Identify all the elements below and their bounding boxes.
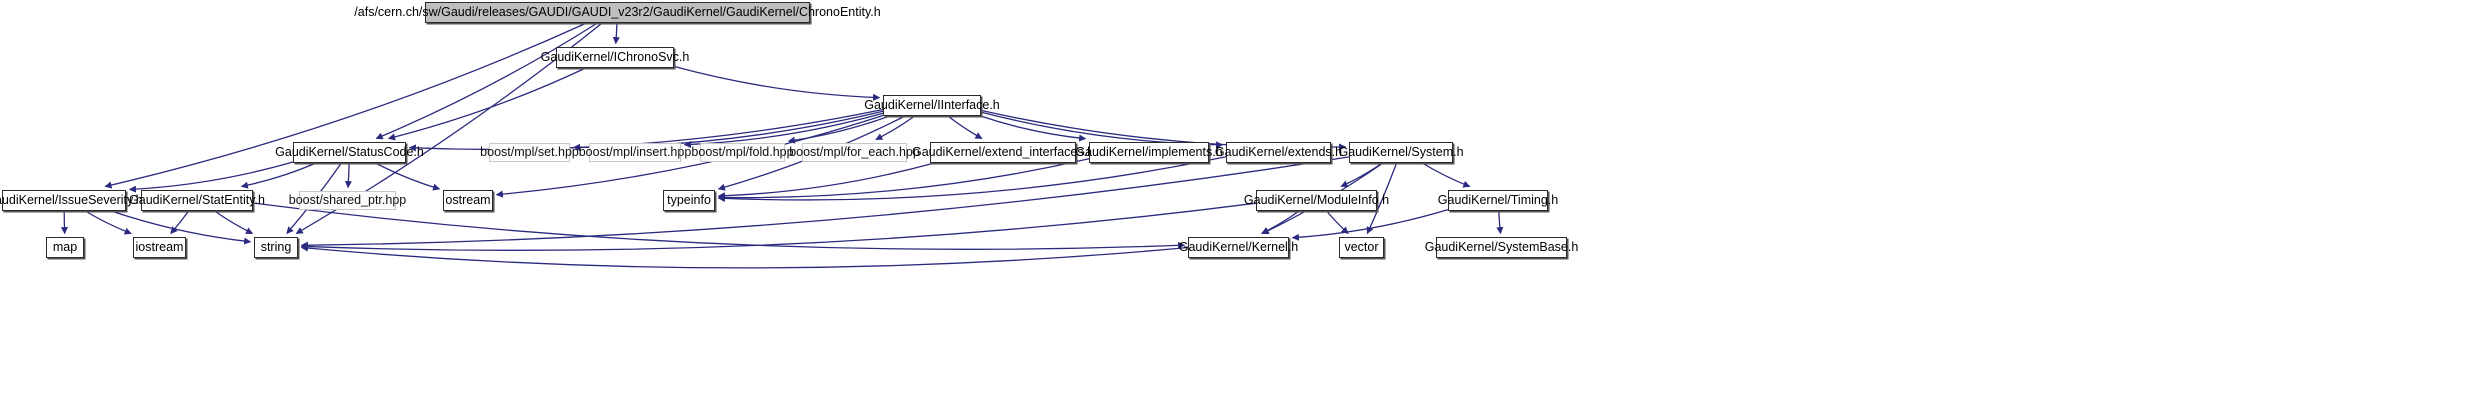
graph-edge-system-to-vector xyxy=(1366,162,1398,235)
graph-edge-moduleinfo-to-vector xyxy=(1326,210,1349,234)
graph-edge-issueseverity-to-string xyxy=(111,210,252,245)
graph-edge-extend_interfaces-to-typeinfo xyxy=(717,162,935,200)
graph-node-label: GaudiKernel/implements.h xyxy=(1075,145,1223,160)
graph-node-label: string xyxy=(260,240,292,255)
graph-edge-implements-to-typeinfo xyxy=(717,158,1090,202)
graph-edge-system-to-string xyxy=(300,156,1350,249)
graph-node-label: GaudiKernel/System.h xyxy=(1338,145,1464,160)
graph-edge-moduleinfo-to-string xyxy=(300,202,1257,251)
graph-edge-iinterface-to-mpl_fold xyxy=(787,115,890,144)
graph-edge-statentity-to-string xyxy=(214,210,254,235)
graph-node-extends[interactable]: GaudiKernel/extends.h xyxy=(1215,142,1342,163)
graph-node-shared_ptr[interactable]: boost/shared_ptr.hpp xyxy=(289,191,406,210)
graph-node-label: boost/mpl/insert.hpp xyxy=(578,145,692,160)
graph-node-moduleinfo[interactable]: GaudiKernel/ModuleInfo.h xyxy=(1244,190,1389,211)
graph-edge-iinterface-to-extend_interfaces xyxy=(947,115,983,140)
graph-edge-chronoentity-to-ichronosvc xyxy=(612,22,620,45)
graph-edge-ichronosvc-to-statuscode xyxy=(387,67,586,141)
graph-edge-statuscode-to-ostream xyxy=(375,162,441,191)
graph-edge-system-to-moduleinfo xyxy=(1340,162,1383,188)
graph-node-kernel[interactable]: GaudiKernel/Kernel.h xyxy=(1179,237,1298,258)
graph-node-string[interactable]: string xyxy=(254,237,298,258)
graph-node-label: typeinfo xyxy=(667,193,711,208)
graph-node-label: GaudiKernel/IssueSeverity.h xyxy=(0,193,143,208)
graph-edge-chronoentity-to-statuscode xyxy=(375,22,598,140)
graph-node-label: boost/shared_ptr.hpp xyxy=(288,193,407,208)
graph-edge-ichronosvc-to-iinterface xyxy=(673,65,881,101)
graph-edge-statuscode-to-issueseverity xyxy=(128,161,294,193)
graph-node-iostream[interactable]: iostream xyxy=(133,237,186,258)
graph-node-label: boost/mpl/fold.hpp xyxy=(691,145,794,160)
graph-node-mpl_foreach[interactable]: boost/mpl/for_each.hpp xyxy=(789,143,920,162)
graph-node-ostream[interactable]: ostream xyxy=(443,190,493,211)
graph-node-implements[interactable]: GaudiKernel/implements.h xyxy=(1075,142,1223,163)
graph-edge-timing-to-kernel xyxy=(1291,208,1449,241)
graph-node-label: GaudiKernel/SystemBase.h xyxy=(1424,240,1579,255)
graph-node-extend_interfaces[interactable]: GaudiKernel/extend_interfaces.h xyxy=(912,142,1094,163)
graph-node-label: GaudiKernel/Timing.h xyxy=(1437,193,1559,208)
graph-node-label: ostream xyxy=(445,193,491,208)
graph-edge-extends-to-typeinfo xyxy=(717,156,1227,202)
graph-node-typeinfo[interactable]: typeinfo xyxy=(663,190,715,211)
graph-node-label: iostream xyxy=(135,240,184,255)
graph-node-label: map xyxy=(52,240,78,255)
graph-node-label: GaudiKernel/extends.h xyxy=(1214,145,1343,160)
graph-node-chronoentity: /afs/cern.ch/sw/Gaudi/releases/GAUDI/GAU… xyxy=(354,2,881,23)
graph-edge-statentity-to-kernel xyxy=(252,202,1186,250)
graph-node-label: vector xyxy=(1344,240,1379,255)
graph-node-mpl_fold[interactable]: boost/mpl/fold.hpp xyxy=(691,143,794,162)
graph-node-map[interactable]: map xyxy=(46,237,84,258)
graph-edge-system-to-timing xyxy=(1421,162,1471,188)
graph-node-statuscode[interactable]: GaudiKernel/StatusCode.h xyxy=(275,142,424,163)
graph-node-statentity[interactable]: GaudiKernel/StatEntity.h xyxy=(129,190,265,211)
graph-edge-statentity-to-iostream xyxy=(170,210,190,235)
graph-edge-moduleinfo-to-kernel xyxy=(1261,210,1300,235)
graph-node-iinterface[interactable]: GaudiKernel/IInterface.h xyxy=(864,95,1000,116)
graph-edge-iinterface-to-ostream xyxy=(495,114,884,198)
graph-edge-issueseverity-to-map xyxy=(60,210,68,235)
graph-node-label: GaudiKernel/IInterface.h xyxy=(864,98,1000,113)
graph-node-label: GaudiKernel/StatEntity.h xyxy=(129,193,265,208)
graph-edge-iinterface-to-mpl_foreach xyxy=(875,115,916,141)
graph-edge-statuscode-to-statentity xyxy=(240,162,317,189)
graph-node-label: boost/mpl/set.hpp xyxy=(480,145,579,160)
graph-node-mpl_insert[interactable]: boost/mpl/insert.hpp xyxy=(579,143,691,162)
graph-node-label: GaudiKernel/ModuleInfo.h xyxy=(1243,193,1390,208)
graph-edge-issueseverity-to-iostream xyxy=(84,210,132,235)
graph-node-label: GaudiKernel/StatusCode.h xyxy=(275,145,424,160)
graph-node-systembase[interactable]: GaudiKernel/SystemBase.h xyxy=(1425,237,1578,258)
graph-node-label: GaudiKernel/Kernel.h xyxy=(1178,240,1299,255)
graph-edge-timing-to-systembase xyxy=(1496,210,1504,235)
graph-node-vector[interactable]: vector xyxy=(1339,237,1384,258)
graph-node-timing[interactable]: GaudiKernel/Timing.h xyxy=(1438,190,1558,211)
graph-edge-kernel-to-string xyxy=(300,244,1189,269)
graph-node-issueseverity[interactable]: GaudiKernel/IssueSeverity.h xyxy=(0,190,143,211)
graph-node-label: GaudiKernel/extend_interfaces.h xyxy=(911,145,1095,160)
graph-node-system[interactable]: GaudiKernel/System.h xyxy=(1338,142,1464,163)
graph-edge-iinterface-to-extends xyxy=(980,111,1224,149)
graph-edge-iinterface-to-implements xyxy=(980,115,1087,142)
graph-edge-chronoentity-to-issueseverity xyxy=(104,22,587,189)
graph-node-ichronosvc[interactable]: GaudiKernel/IChronoSvc.h xyxy=(541,47,689,68)
graph-node-label: /afs/cern.ch/sw/Gaudi/releases/GAUDI/GAU… xyxy=(354,5,881,20)
graph-node-label: GaudiKernel/IChronoSvc.h xyxy=(540,50,690,65)
graph-edge-statuscode-to-shared_ptr xyxy=(344,162,353,189)
graph-node-mpl_set[interactable]: boost/mpl/set.hpp xyxy=(480,143,579,162)
graph-node-label: boost/mpl/for_each.hpp xyxy=(789,145,920,160)
